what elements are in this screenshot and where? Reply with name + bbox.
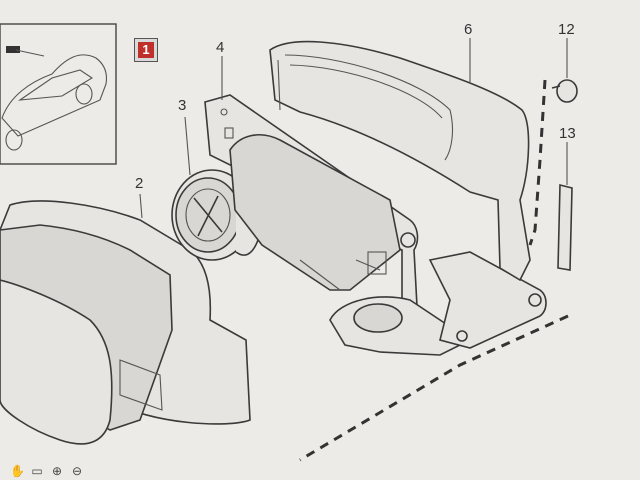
- callout-2: 2: [135, 175, 143, 192]
- figure-badge: 1: [134, 38, 158, 62]
- gasket-strip: [557, 183, 573, 271]
- callout-13: 13: [559, 125, 576, 142]
- callout-3: 3: [178, 97, 186, 114]
- mirror-base: [329, 251, 547, 356]
- reference-line-bottom: [299, 314, 569, 462]
- leader-2: [139, 193, 143, 219]
- mirror-glass: [0, 200, 251, 445]
- zoom-out-icon[interactable]: ⊖: [71, 464, 83, 478]
- callout-4: 4: [216, 39, 224, 56]
- adjuster-motor: [171, 169, 260, 261]
- car-inset: [0, 23, 117, 165]
- figure-number: 1: [138, 42, 154, 58]
- callout-6: 6: [464, 21, 472, 38]
- screw-part: [551, 79, 578, 103]
- mirror-cover: [269, 40, 531, 282]
- callout-12: 12: [558, 21, 575, 38]
- leader-3: [184, 116, 191, 176]
- page-icon[interactable]: ▭: [31, 464, 43, 478]
- reference-line-right: [528, 79, 547, 246]
- hand-icon[interactable]: ✋: [10, 464, 25, 478]
- zoom-in-icon[interactable]: ⊕: [51, 464, 63, 478]
- viewer-toolbar: ✋ ▭ ⊕ ⊖: [0, 462, 140, 480]
